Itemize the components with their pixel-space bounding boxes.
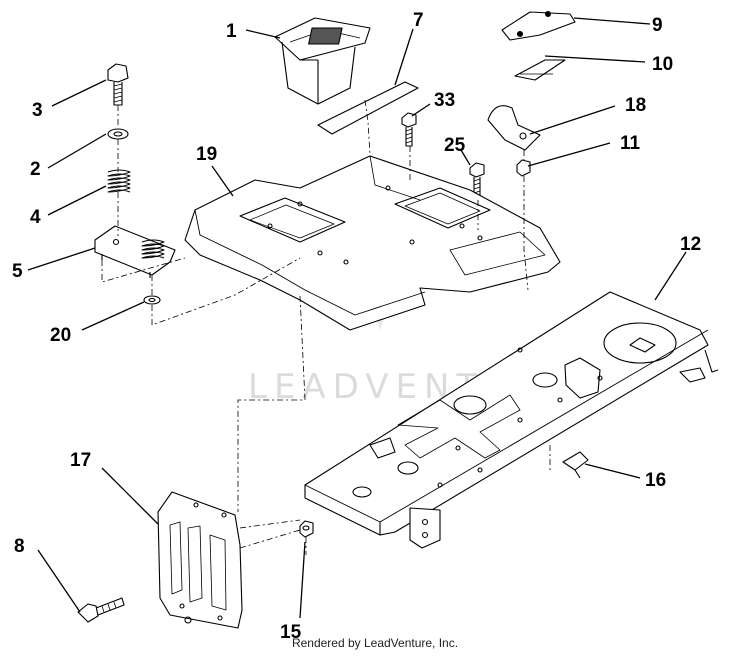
part-7-decal bbox=[317, 81, 419, 135]
callout-11: 11 bbox=[620, 133, 641, 154]
callout-17: 17 bbox=[70, 450, 91, 471]
callout-33: 33 bbox=[434, 90, 455, 111]
callout-20: 20 bbox=[50, 325, 71, 346]
leader-lines bbox=[27, 17, 687, 619]
part-16-bracket bbox=[562, 451, 589, 479]
callout-7: 7 bbox=[413, 10, 424, 31]
part-12-frame bbox=[304, 291, 719, 549]
part-4-spring bbox=[107, 169, 131, 193]
part-18-clamp bbox=[487, 105, 541, 151]
part-33-screw bbox=[401, 112, 417, 147]
part-9-bracket bbox=[501, 10, 576, 41]
callout-18: 18 bbox=[625, 95, 646, 116]
part-11-nut bbox=[516, 159, 531, 177]
footer-credit: Rendered by LeadVenture, Inc. bbox=[291, 636, 459, 650]
callout-10: 10 bbox=[652, 54, 673, 75]
callout-25: 25 bbox=[444, 135, 466, 156]
callout-1: 1 bbox=[226, 21, 237, 42]
assembly-lines bbox=[101, 99, 551, 555]
part-3-bolt bbox=[107, 63, 129, 106]
callout-16: 16 bbox=[645, 470, 666, 491]
callouts: 1 7 9 10 3 33 18 2 11 25 19 4 12 5 20 17… bbox=[12, 10, 701, 643]
callout-15: 15 bbox=[280, 622, 302, 643]
callout-3: 3 bbox=[32, 100, 43, 121]
callout-9: 9 bbox=[652, 15, 663, 36]
part-1-tray bbox=[274, 17, 371, 105]
part-17-plate bbox=[157, 491, 243, 629]
callout-12: 12 bbox=[680, 234, 701, 255]
part-2-washer bbox=[107, 128, 129, 140]
part-19-body-pan bbox=[184, 155, 561, 331]
part-15-nut bbox=[299, 520, 314, 538]
part-5-plate bbox=[94, 225, 176, 278]
callout-8: 8 bbox=[14, 536, 25, 557]
part-10-plate bbox=[514, 59, 566, 81]
part-20-washer bbox=[143, 295, 161, 305]
callout-4: 4 bbox=[30, 207, 41, 228]
callout-19: 19 bbox=[196, 144, 217, 165]
callout-2: 2 bbox=[30, 159, 41, 180]
part-8-bolt bbox=[77, 597, 125, 623]
callout-5: 5 bbox=[12, 261, 23, 282]
